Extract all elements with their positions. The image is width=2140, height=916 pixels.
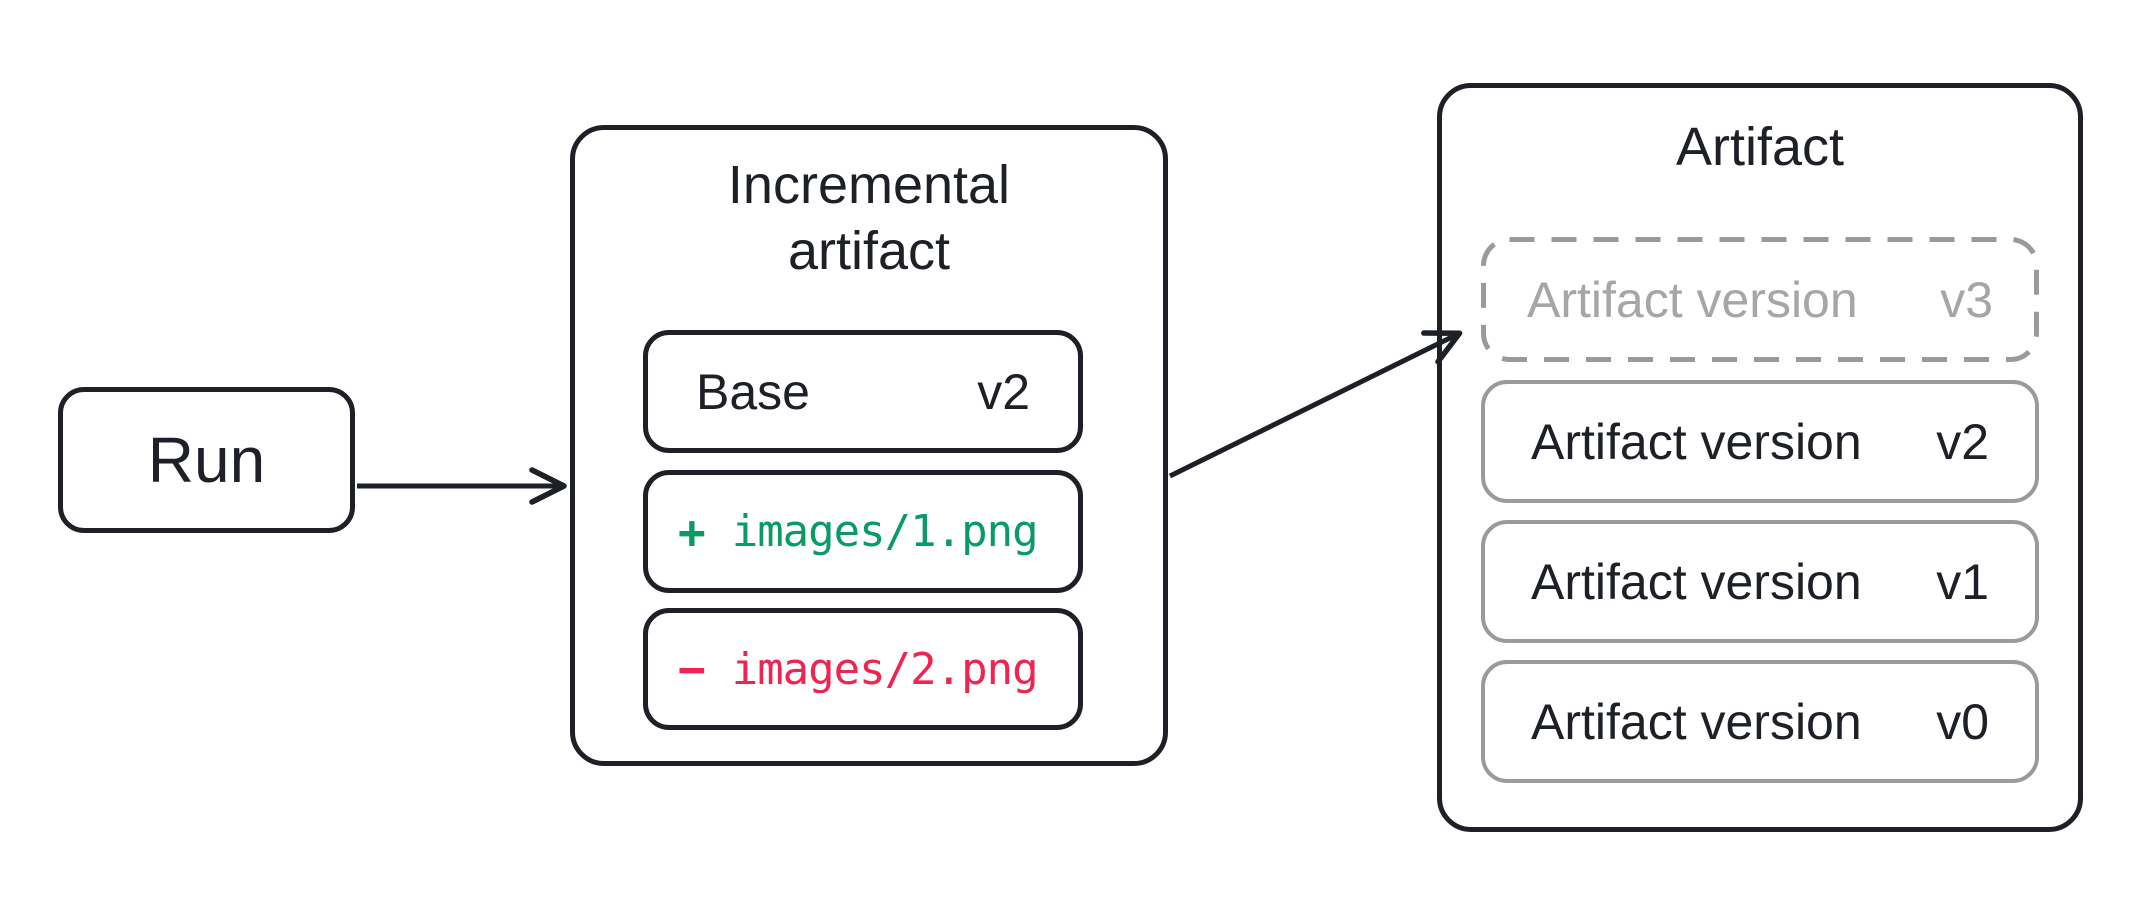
base-label: Base [696,363,810,420]
incremental-artifact-node: Incremental artifact Base v2 + images/1.… [570,125,1168,766]
artifact-version-label: Artifact version [1531,413,1862,470]
plus-sign: + [678,504,706,559]
artifact-title: Artifact [1675,117,1845,177]
minus-sign: − [678,642,706,696]
artifact-version-label: Artifact version [1531,693,1862,750]
base-version-box: Base v2 [643,330,1083,453]
added-file-path: images/1.png [731,506,1039,557]
artifact-version-value: v3 [1940,271,1993,328]
artifact-version-label: Artifact version [1531,553,1862,610]
base-version-value: v2 [977,363,1030,420]
incremental-title-line-1: Incremental [727,155,1011,215]
removed-file-box: − images/2.png [643,608,1083,730]
artifact-version-box: Artifact version v2 [1481,380,2039,503]
incremental-artifact-title: Incremental artifact [575,152,1163,284]
run-node: Run [58,387,355,533]
artifact-version-pending-box: Artifact version v3 [1481,237,2039,362]
incremental-title-line-2: artifact [787,221,951,281]
artifact-version-value: v0 [1936,693,1989,750]
artifact-version-label: Artifact version [1527,271,1858,328]
removed-file-path: images/2.png [731,643,1039,695]
artifact-node: Artifact Artifact version v3 Artifact ve… [1437,83,2083,832]
incremental-to-artifact-arrow [1168,330,1463,479]
artifact-version-value: v2 [1936,413,1989,470]
artifact-version-value: v1 [1936,553,1989,610]
run-label: Run [147,424,266,496]
artifact-version-box: Artifact version v1 [1481,520,2039,643]
added-file-box: + images/1.png [643,470,1083,593]
artifact-version-box: Artifact version v0 [1481,660,2039,783]
